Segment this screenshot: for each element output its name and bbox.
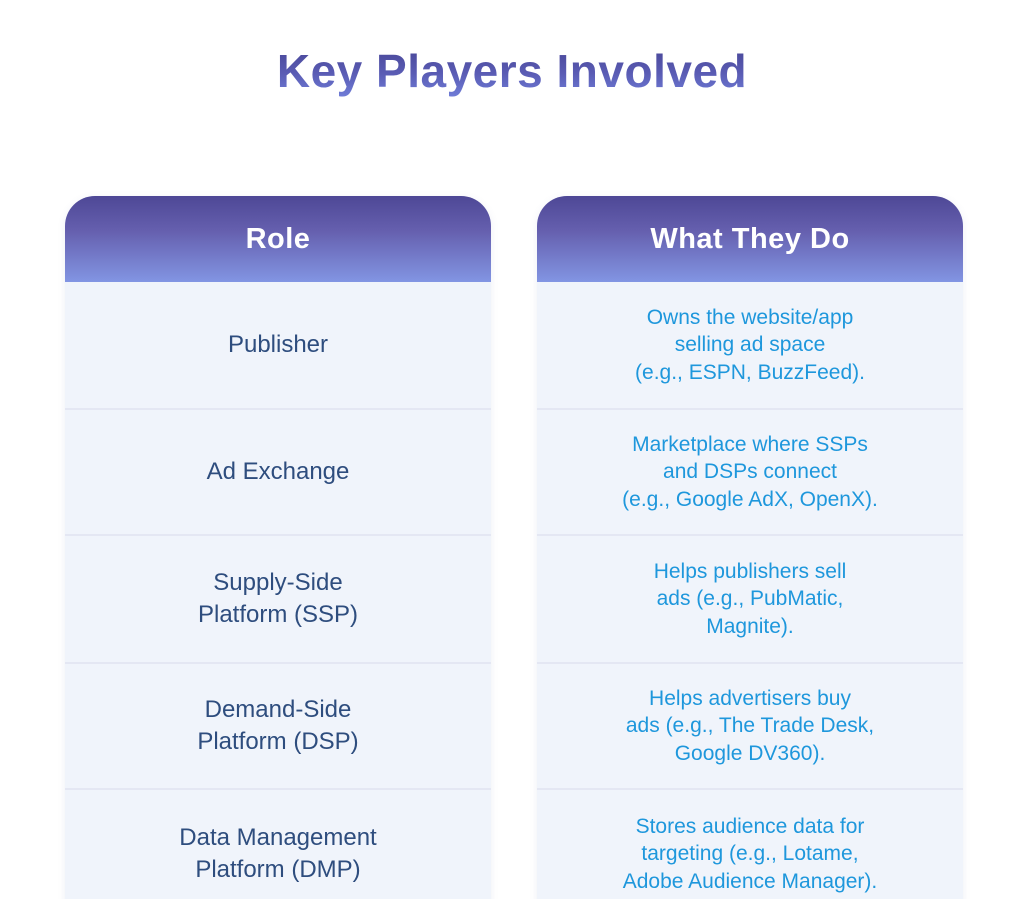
what-they-do-column-header: What They Do — [537, 196, 963, 282]
table-row-dsp-description: Helps advertisers buy ads (e.g., The Tra… — [537, 662, 963, 788]
table-row-ssp-description: Helps publishers sell ads (e.g., PubMati… — [537, 534, 963, 662]
table-row-publisher-role: Publisher — [65, 282, 491, 408]
table-row-dmp-role: Data Management Platform (DMP) — [65, 788, 491, 899]
key-players-table: Role Publisher Ad Exchange Supply-Side P… — [65, 196, 963, 899]
infographic-page: Key Players Involved Role Publisher Ad E… — [0, 44, 1024, 899]
page-title: Key Players Involved — [0, 44, 1024, 98]
table-row-ad-exchange-role: Ad Exchange — [65, 408, 491, 534]
table-row-ad-exchange-description: Marketplace where SSPs and DSPs connect … — [537, 408, 963, 534]
role-column: Role Publisher Ad Exchange Supply-Side P… — [65, 196, 491, 899]
role-column-header: Role — [65, 196, 491, 282]
table-row-publisher-description: Owns the website/app selling ad space (e… — [537, 282, 963, 408]
table-row-dmp-description: Stores audience data for targeting (e.g.… — [537, 788, 963, 899]
table-row-ssp-role: Supply-Side Platform (SSP) — [65, 534, 491, 662]
what-they-do-column: What They Do Owns the website/app sellin… — [537, 196, 963, 899]
table-row-dsp-role: Demand-Side Platform (DSP) — [65, 662, 491, 788]
